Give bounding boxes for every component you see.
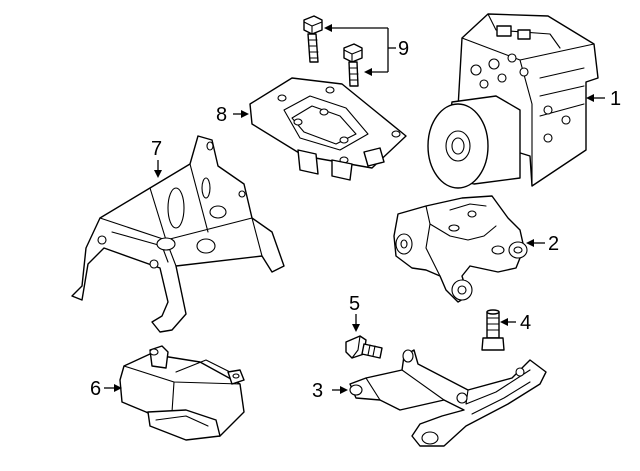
stud-bolt-part xyxy=(481,309,505,351)
callout-5-label: 5 xyxy=(349,293,360,315)
callout-3-label: 3 xyxy=(312,380,323,402)
callout-3: 3 xyxy=(312,380,348,402)
callout-6: 6 xyxy=(90,378,122,400)
flange-bolt-part xyxy=(345,335,383,359)
module-bracket-part xyxy=(71,135,285,333)
callout-2-label: 2 xyxy=(548,233,559,255)
callout-5: 5 xyxy=(349,293,360,332)
callout-7-label: 7 xyxy=(151,138,162,160)
callout-8-label: 8 xyxy=(216,104,227,126)
mounting-plate-part xyxy=(249,77,407,181)
callout-2: 2 xyxy=(526,233,559,255)
abs-modulator-part xyxy=(427,13,599,189)
callout-1-label: 1 xyxy=(610,88,621,110)
callout-1: 1 xyxy=(586,88,621,110)
callout-9: 9 xyxy=(324,24,409,76)
callout-4-label: 4 xyxy=(520,312,531,334)
bolts-part xyxy=(303,15,363,87)
callout-7: 7 xyxy=(151,138,162,178)
callout-6-label: 6 xyxy=(90,378,101,400)
callout-9-label: 9 xyxy=(398,38,409,60)
control-module-part xyxy=(119,345,245,441)
support-bracket-part xyxy=(349,349,547,447)
modulator-bracket-part xyxy=(393,195,528,303)
callout-4: 4 xyxy=(500,312,531,334)
callout-8: 8 xyxy=(216,104,249,126)
